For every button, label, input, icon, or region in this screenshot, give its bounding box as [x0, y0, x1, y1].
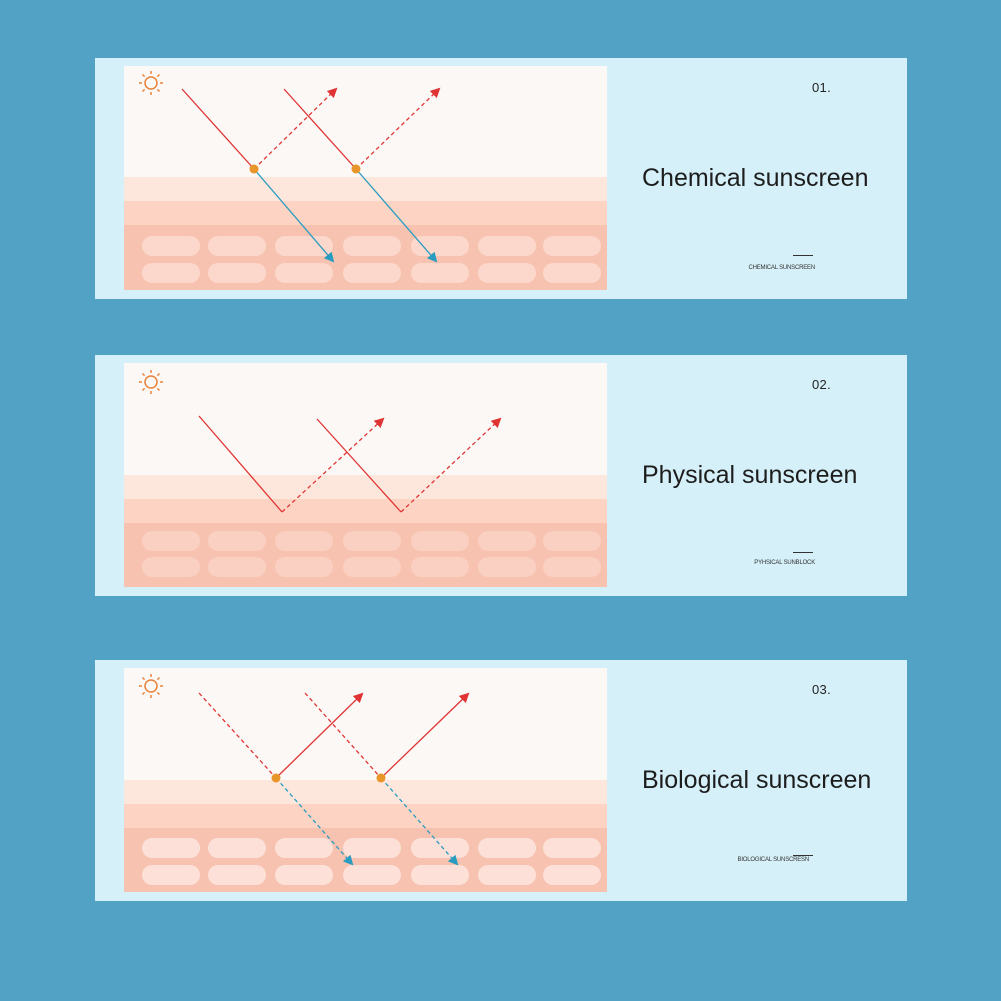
diagram-physical-svg — [124, 363, 607, 587]
repair-particle — [376, 773, 386, 783]
subtitle-divider — [793, 552, 813, 553]
subtitle-divider — [793, 855, 813, 856]
card-subtitle: PYHSICAL SUNBLOCK — [754, 560, 815, 566]
card-number: 01. — [812, 80, 831, 95]
filter-particle — [351, 164, 361, 174]
uv-rays — [181, 87, 441, 263]
card-number: 02. — [812, 377, 831, 392]
skin-mid-layer — [124, 499, 607, 523]
diagram-biological — [124, 668, 607, 892]
skin-cells — [142, 838, 601, 885]
skin-mid-layer — [124, 804, 607, 828]
card-subtitle: CHEMICAL SUNSCREEN — [748, 265, 815, 271]
card-chemical-sunscreen: 01. Chemical sunscreen CHEMICAL SUNSCREE… — [95, 58, 907, 299]
skin-top-layer — [124, 177, 607, 201]
diagram-physical — [124, 363, 607, 587]
sun-icon — [139, 370, 163, 394]
diagram-chemical — [124, 66, 607, 290]
diagram-chemical-svg — [124, 66, 607, 290]
filter-particle — [249, 164, 259, 174]
card-title: Chemical sunscreen — [642, 164, 869, 192]
repair-particle — [271, 773, 281, 783]
uv-rays — [198, 692, 470, 866]
subtitle-divider — [793, 255, 813, 256]
diagram-biological-svg — [124, 668, 607, 892]
sun-icon — [139, 674, 163, 698]
card-number: 03. — [812, 682, 831, 697]
card-title: Physical sunscreen — [642, 461, 858, 489]
sun-icon — [139, 71, 163, 95]
card-title: Biological sunscreen — [642, 766, 872, 794]
skin-top-layer — [124, 780, 607, 804]
skin-cells — [142, 236, 601, 283]
card-biological-sunscreen: 03. Biological sunscreen BIOLOGICAL SUNS… — [95, 660, 907, 901]
card-physical-sunscreen: 02. Physical sunscreen PYHSICAL SUNBLOCK — [95, 355, 907, 596]
card-subtitle: BIOLOGICAL SUNSCRESN — [737, 857, 810, 863]
skin-mid-layer — [124, 201, 607, 225]
skin-top-layer — [124, 475, 607, 499]
skin-cells — [142, 531, 601, 577]
uv-rays — [198, 415, 502, 513]
